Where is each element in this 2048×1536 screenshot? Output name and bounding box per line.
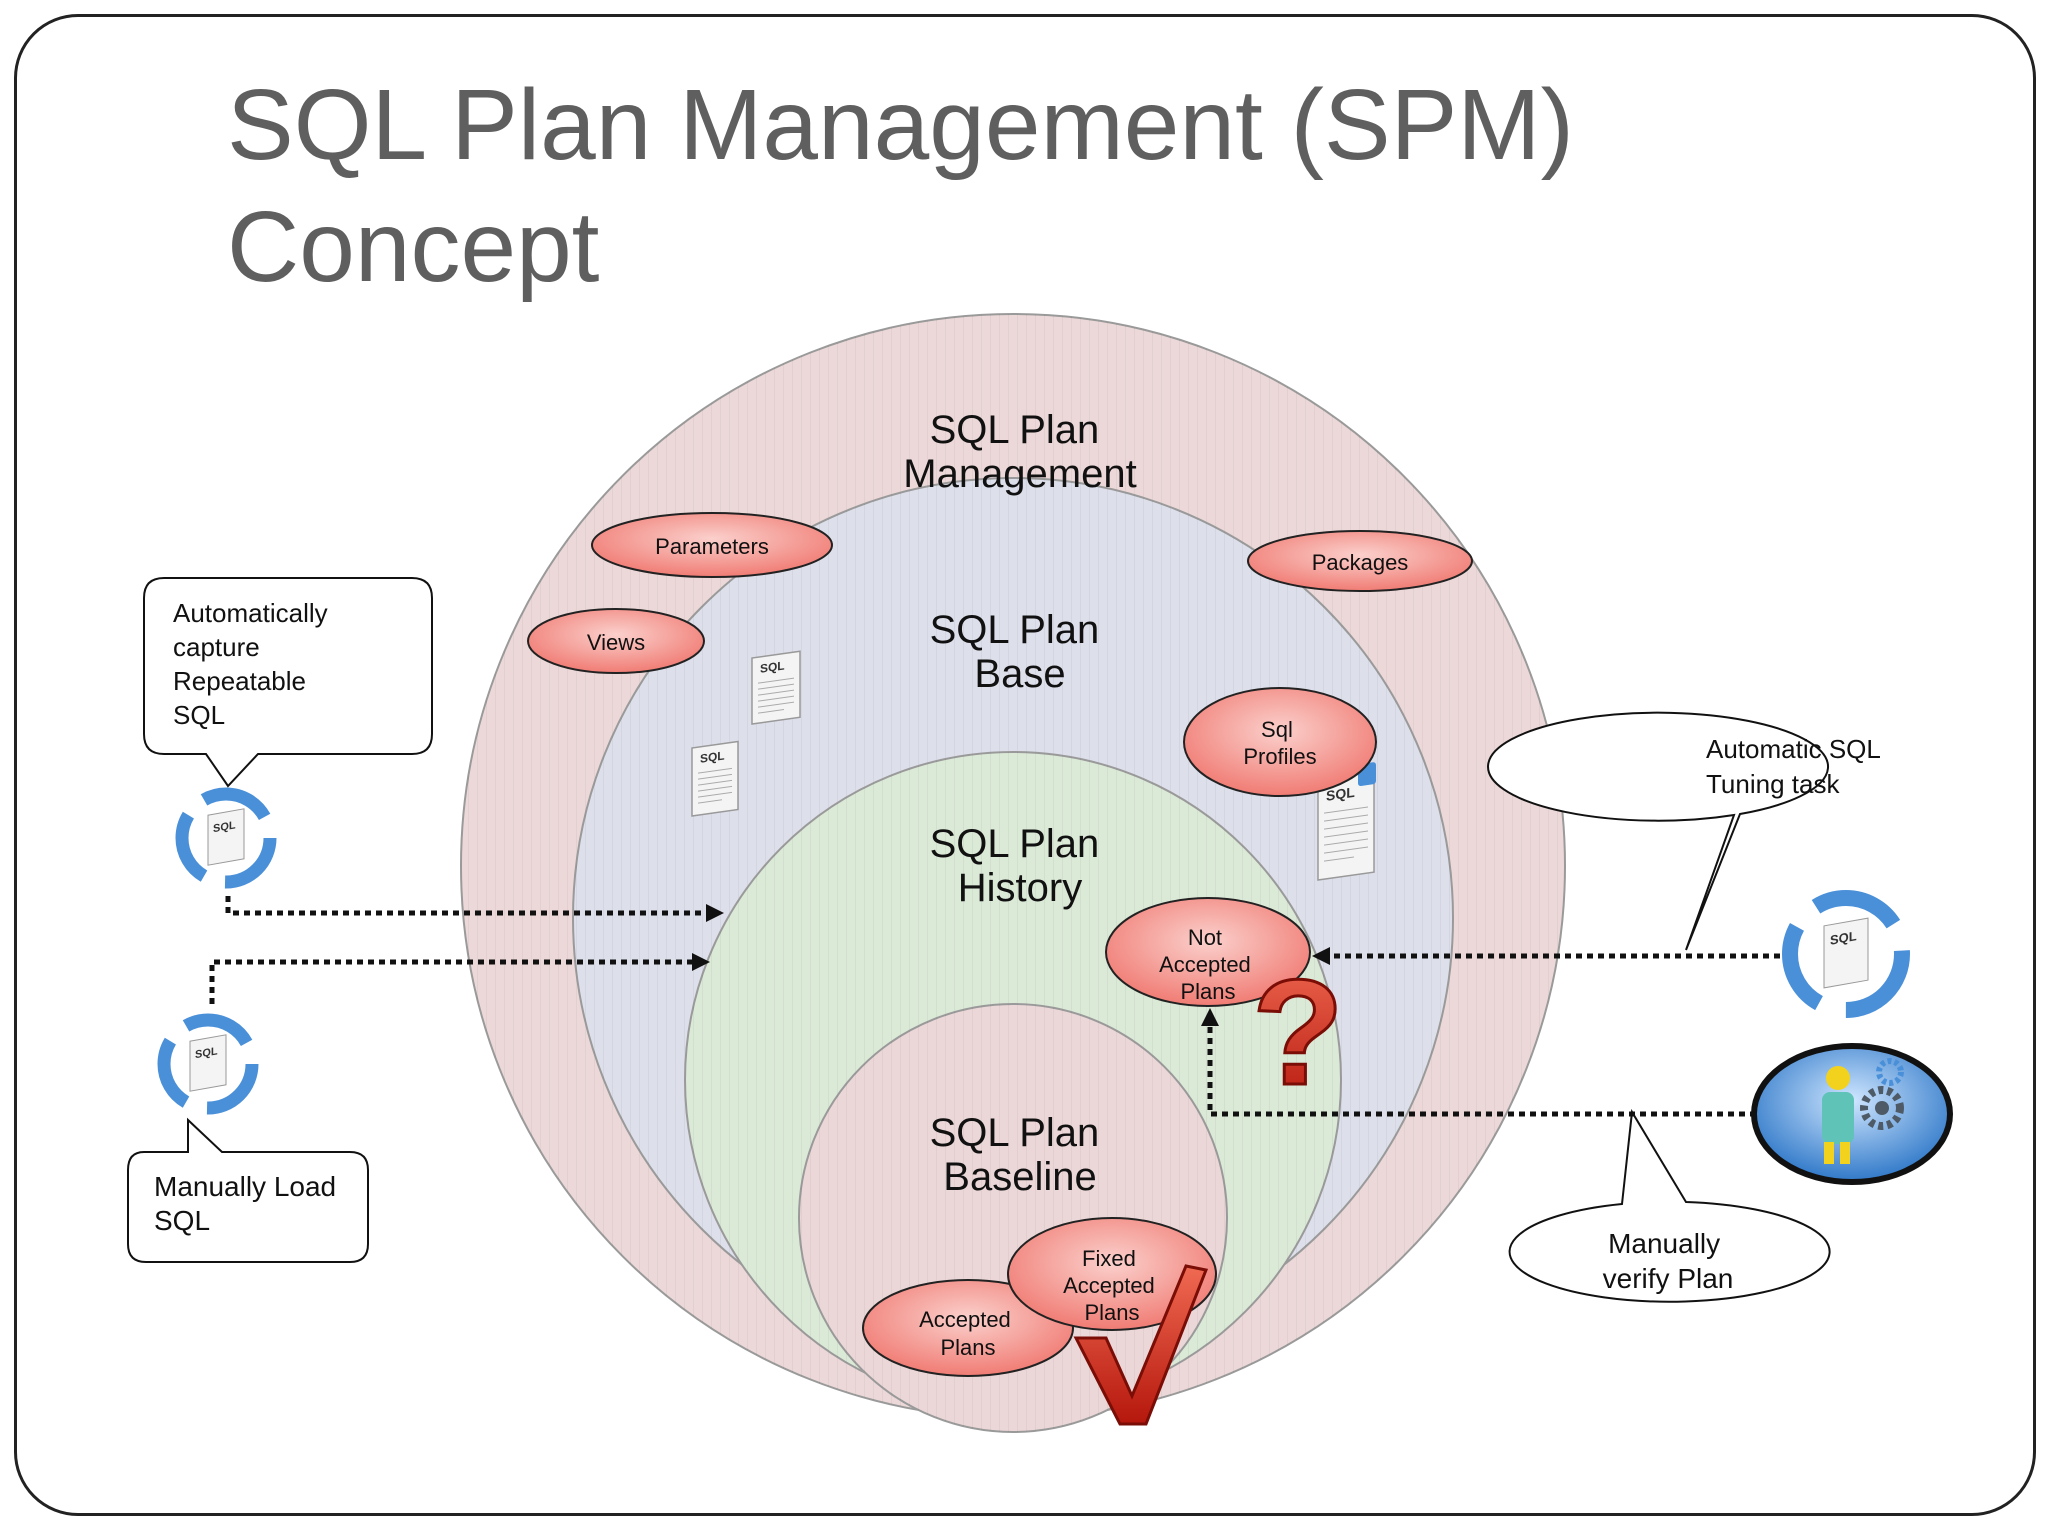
svg-text:Packages: Packages	[1312, 550, 1409, 575]
svg-text:SQL: SQL	[1326, 784, 1355, 804]
check-mark-icon	[1073, 1264, 1209, 1426]
callout-manual-verify: Manually verify Plan	[1508, 1108, 1831, 1303]
arrowhead	[1312, 947, 1330, 965]
svg-text:SQL: SQL	[1830, 928, 1857, 948]
label-sql-plan-baseline: SQL Plan Baseline	[930, 1111, 1111, 1199]
slide-title: SQL Plan Management (SPM) Concept	[227, 64, 1827, 308]
question-mark-icon: ?	[1251, 947, 1346, 1118]
slide-title-line-2: Concept	[227, 191, 600, 303]
arrowhead	[706, 904, 724, 922]
sql-cycle-icon-manual-load: SQL	[157, 1013, 259, 1115]
arrowhead	[1201, 1008, 1219, 1026]
svg-text:SQL: SQL	[213, 819, 236, 835]
svg-text:Manually verify Plan: Manually verify Plan	[1603, 1228, 1734, 1294]
slide-title-line-1: SQL Plan Management (SPM)	[227, 69, 1574, 181]
oval-parameters: Parameters	[591, 512, 833, 578]
dotted-arrow-manual-verify	[1207, 1022, 1756, 1117]
oval-views: Views	[527, 608, 705, 674]
svg-text:Automatically capture: Automatically capture Repeatable SQL	[173, 598, 335, 730]
svg-text:Fixed Accepted Pla: Fixed Accepted Plans	[1063, 1246, 1161, 1325]
callout-manual-load: Manually Load SQL	[127, 1117, 369, 1263]
label-sql-plan-management: SQL Plan Management	[903, 408, 1136, 496]
svg-text:Views: Views	[587, 630, 645, 655]
dotted-arrow-manual-load	[209, 959, 696, 1004]
svg-text:SQL: SQL	[700, 748, 725, 765]
svg-text:Manually Load SQL: Manually Load SQL	[154, 1171, 344, 1236]
callout-auto-capture: Automatically capture Repeatable SQL	[143, 577, 433, 788]
oval-fixed-accepted-plans: Fixed Accepted Plans	[1007, 1217, 1217, 1331]
svg-text:Sql Profiles: Sql Profiles	[1243, 717, 1316, 769]
svg-text:Automatic SQL Tuning tas: Automatic SQL Tuning task	[1706, 734, 1887, 799]
oval-accepted-plans: Accepted Plans	[862, 1279, 1074, 1377]
dba-person-gear-icon	[1751, 1043, 1953, 1185]
sql-document-icon: SQL	[691, 740, 739, 817]
oval-packages: Packages	[1247, 530, 1473, 592]
callout-auto-tuning: Automatic SQL Tuning task	[1487, 711, 1887, 951]
svg-text:SQL: SQL	[760, 658, 785, 675]
svg-text:Not Accepted Plans: Not Accepted Plans	[1159, 925, 1257, 1004]
oval-not-accepted-plans: Not Accepted Plans	[1105, 897, 1311, 1007]
svg-text:SQL: SQL	[195, 1045, 218, 1061]
label-sql-plan-history: SQL Plan History	[930, 822, 1111, 910]
svg-text:Accepted Plans: Accepted Plans	[919, 1307, 1017, 1360]
label-sql-plan-base: SQL Plan Base	[930, 608, 1111, 696]
svg-text:?: ?	[1252, 948, 1344, 1116]
arrowhead	[692, 953, 710, 971]
dotted-arrow-auto-capture	[225, 896, 710, 916]
oval-sql-profiles: Sql Profiles	[1183, 687, 1377, 797]
sql-cycle-icon-auto-capture: SQL	[175, 787, 277, 889]
svg-text:Parameters: Parameters	[655, 534, 769, 559]
sql-document-icon: SQL	[751, 650, 801, 725]
sql-cycle-icon-auto-tuning: SQL	[1782, 890, 1910, 1018]
